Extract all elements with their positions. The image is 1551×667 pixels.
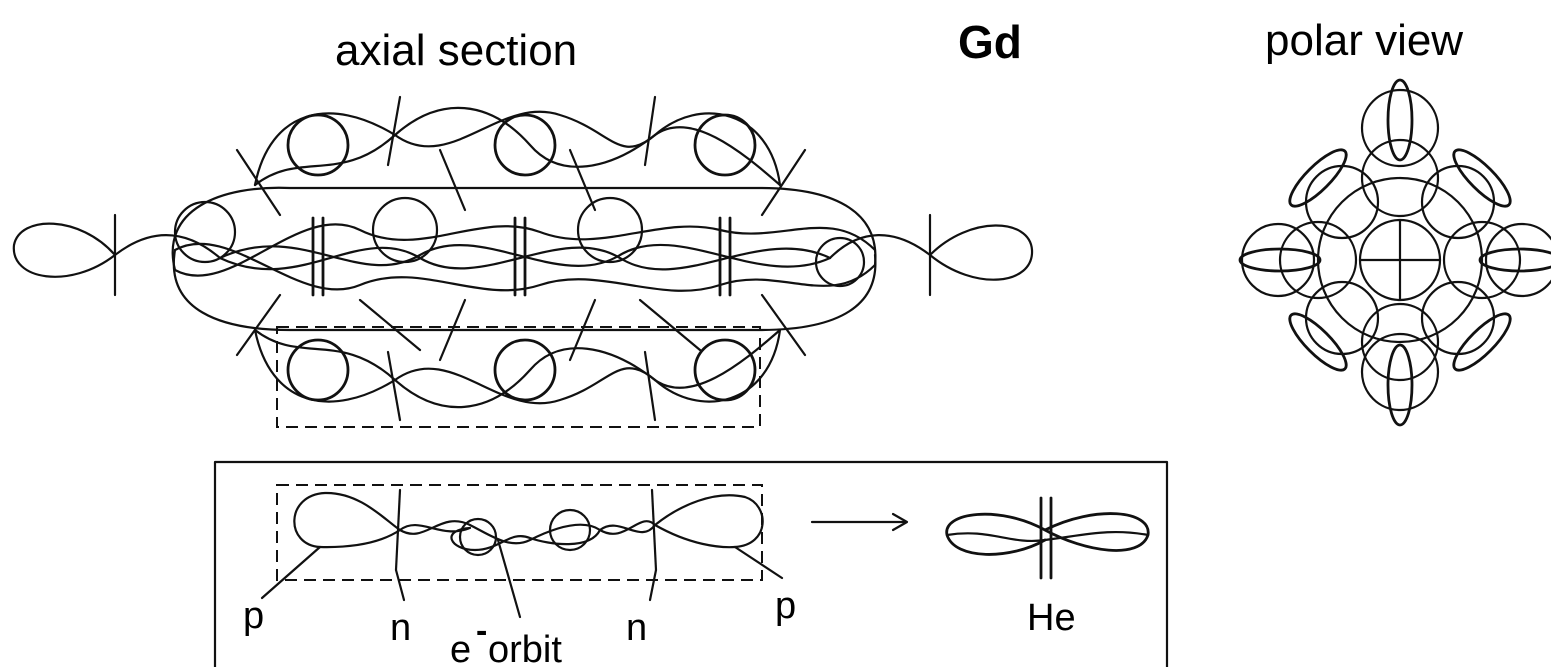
axial-section — [14, 97, 1032, 427]
label-neutron-left: n — [390, 607, 411, 649]
legend-selection-box — [277, 485, 762, 580]
label-electron-sup: - — [476, 612, 487, 650]
lower-orbit-3 — [695, 340, 755, 400]
upper-orbit-2 — [495, 115, 555, 175]
legend-chain-lower — [320, 525, 735, 550]
label-orbit: orbit — [488, 629, 562, 667]
mid-orbit-1 — [373, 198, 437, 262]
axial-section-title: axial section — [335, 26, 577, 75]
mid-orbit-left — [175, 202, 235, 262]
legend-panel: p n e - orbit n p He — [215, 462, 1167, 667]
upper-orbit-3 — [695, 115, 755, 175]
label-neutron-right: n — [626, 607, 647, 649]
neutron-ticks — [115, 97, 930, 420]
legend-chain-upper — [294, 493, 762, 547]
label-proton-left: p — [243, 595, 264, 637]
lower-orbit-2 — [495, 340, 555, 400]
polar-view — [1240, 80, 1551, 425]
label-electron: e — [450, 629, 471, 667]
left-end-lobe — [14, 224, 220, 277]
label-proton-right: p — [775, 585, 796, 627]
legend-frame — [215, 462, 1167, 667]
label-helium: He — [1027, 597, 1076, 639]
polar-view-title: polar view — [1265, 16, 1463, 65]
element-symbol: Gd — [958, 16, 1022, 68]
